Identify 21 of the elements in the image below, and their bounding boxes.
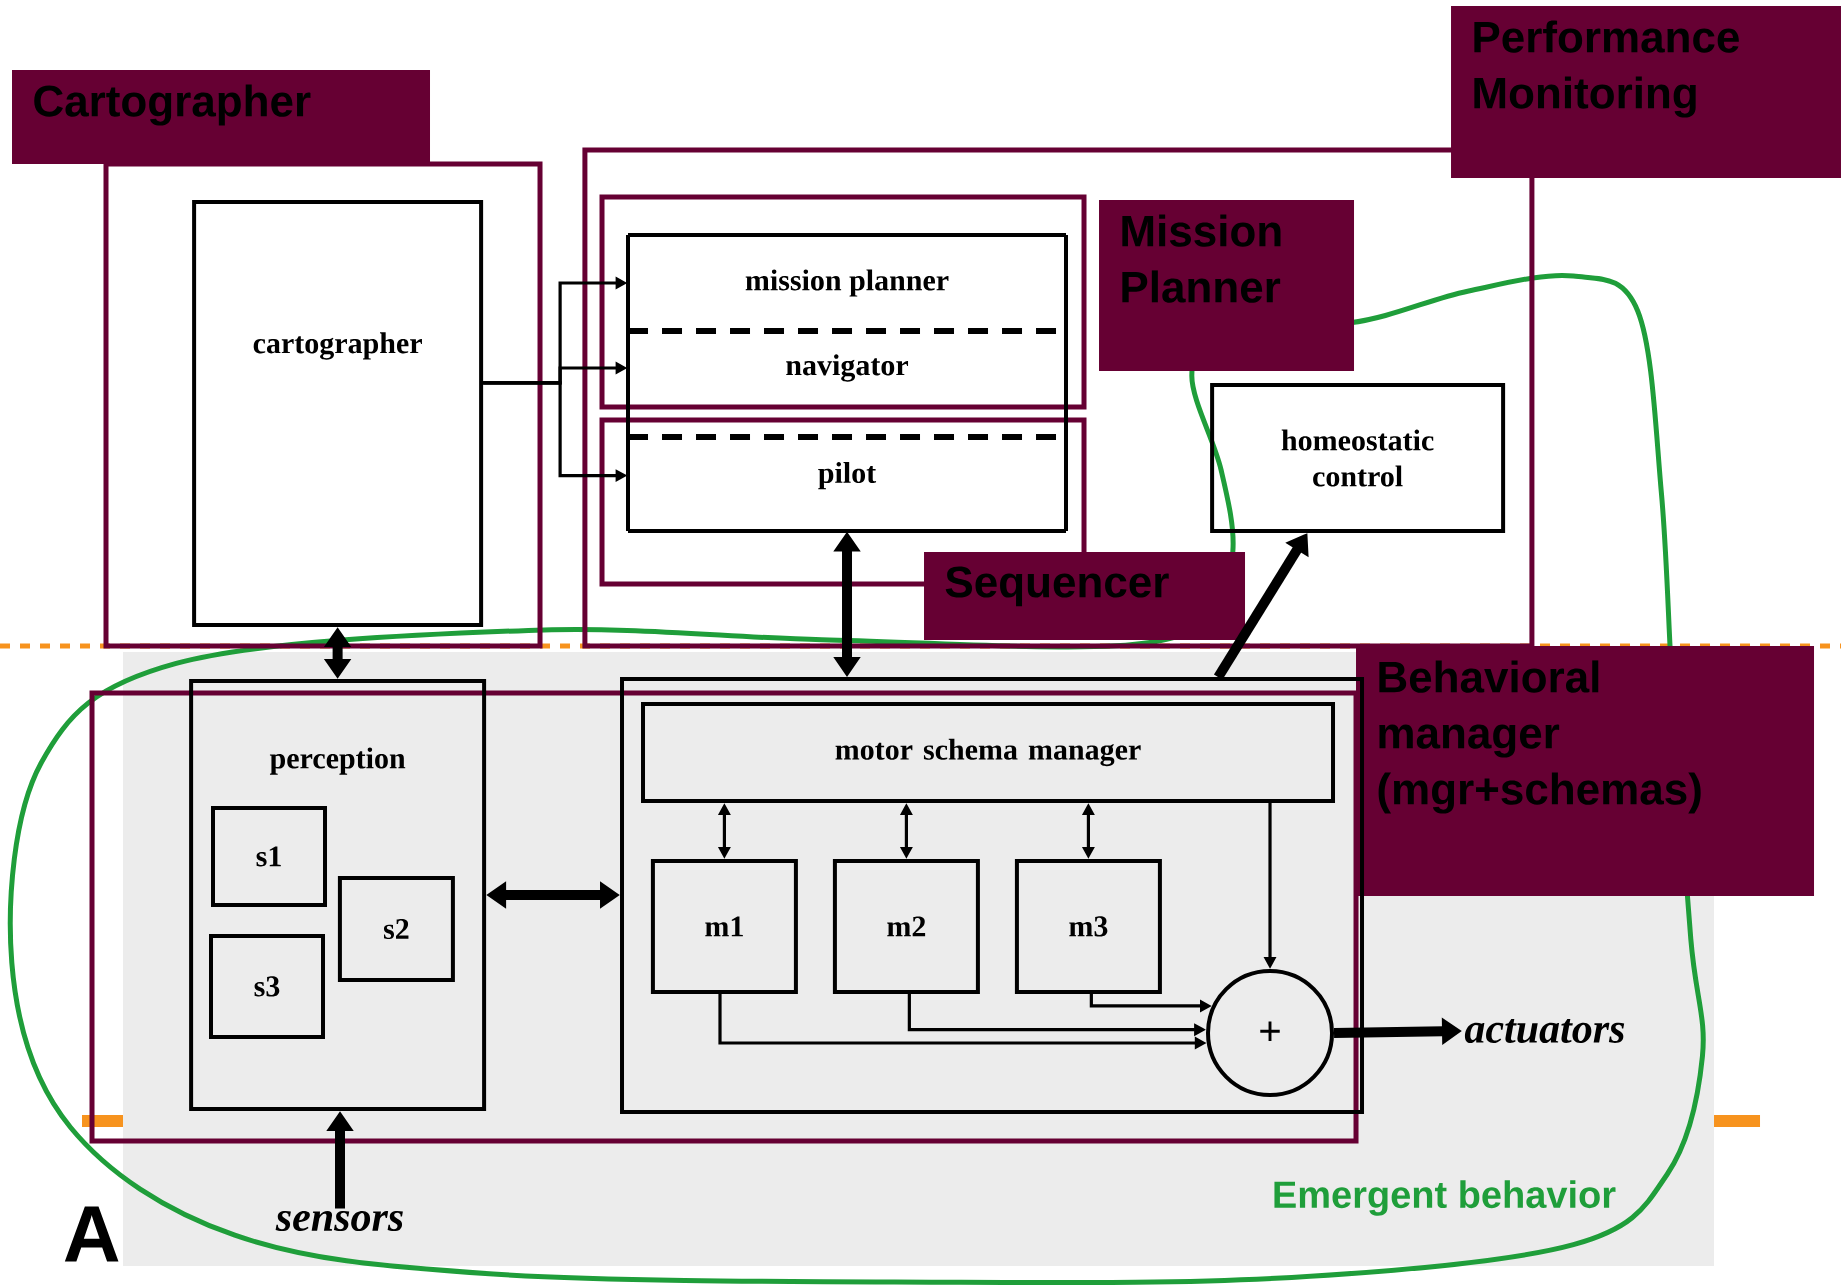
node-label: Mission Planner bbox=[1122, 214, 1281, 303]
region-label: Emergent behavior bbox=[1274, 1180, 1616, 1216]
signal-label: actuators bbox=[1464, 1018, 1625, 1044]
big-letter: A bbox=[64, 1206, 119, 1262]
process-box: m3 bbox=[1014, 858, 1162, 994]
process-box: m2 bbox=[832, 858, 980, 994]
process-box: s3 bbox=[209, 933, 325, 1039]
process-box: s1 bbox=[211, 805, 327, 907]
process-box: homeostatic control bbox=[1210, 383, 1506, 533]
compartment: navigator bbox=[626, 331, 1068, 405]
compartment: pilot bbox=[626, 420, 1068, 533]
schema-box bbox=[620, 677, 1364, 1115]
process-box: s2 bbox=[337, 876, 455, 982]
node-label: Behavioral manager (mgr+schemas) bbox=[1378, 660, 1701, 814]
compartment: mission planner bbox=[626, 233, 1068, 334]
signal-label: sensors bbox=[275, 1210, 403, 1232]
process-box: m1 bbox=[650, 858, 798, 994]
process-box: cartographer bbox=[192, 200, 484, 628]
process-box: motor schema manager bbox=[641, 701, 1335, 803]
node-label: Cartographer bbox=[34, 84, 311, 126]
node-label: Performance Monitoring bbox=[1474, 20, 1739, 118]
